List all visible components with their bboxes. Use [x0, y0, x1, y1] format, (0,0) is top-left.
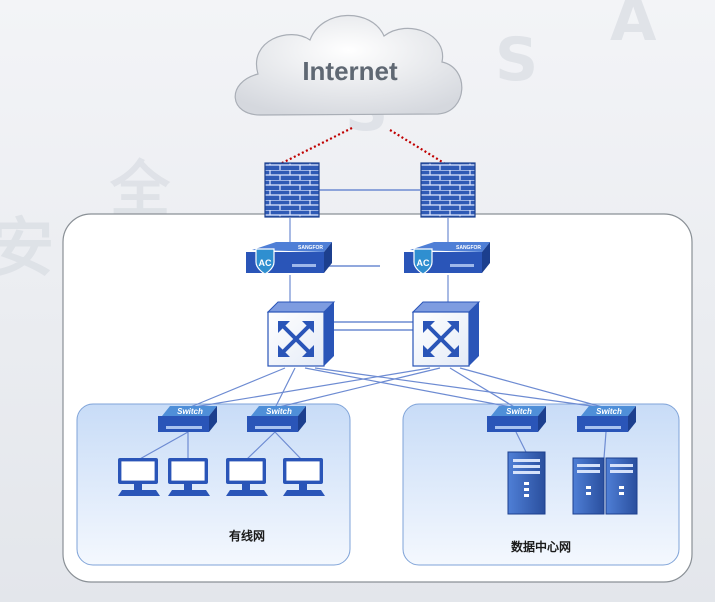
- server-rack-2: [572, 457, 638, 515]
- watermark-char: 安: [0, 212, 54, 286]
- internet-cloud: Internet: [234, 14, 463, 116]
- switch-label: Switch: [266, 407, 292, 416]
- datacenter-zone-label: 数据中心网: [511, 539, 571, 554]
- ac-badge-label: AC: [417, 258, 430, 268]
- access-switch-4: Switch: [577, 406, 636, 432]
- watermark-char: 全: [109, 155, 171, 225]
- pc-2: [168, 458, 210, 496]
- wired-zone: [76, 403, 351, 566]
- ac-brand-label: SANGFOR: [298, 245, 323, 251]
- links: [137, 189, 607, 461]
- switch-label: Switch: [177, 407, 203, 416]
- ac-device-right: AC SANGFOR: [404, 242, 490, 275]
- ac-badge-label: AC: [259, 258, 272, 268]
- access-switch-3: Switch: [487, 406, 546, 432]
- pc-1: [118, 458, 160, 496]
- internet-label: Internet: [302, 56, 398, 86]
- uplink-right: [389, 129, 445, 164]
- access-switch-2: Switch: [247, 406, 306, 432]
- switch-label: Switch: [506, 407, 532, 416]
- core-switch-right: [411, 301, 481, 367]
- watermark-char: S: [495, 25, 538, 95]
- pc-4: [283, 458, 325, 496]
- ac-device-left: AC SANGFOR: [246, 242, 332, 275]
- core-switch-left: [266, 301, 336, 367]
- ac-brand-label: SANGFOR: [456, 245, 481, 251]
- server-1: [507, 451, 546, 515]
- switch-label: Switch: [596, 407, 622, 416]
- watermark-char: A: [610, 0, 657, 55]
- firewall-right: [420, 162, 476, 218]
- pc-3: [226, 458, 268, 496]
- firewall-left: [264, 162, 320, 218]
- access-switch-1: Switch: [158, 406, 217, 432]
- wired-zone-label: 有线网: [229, 528, 265, 543]
